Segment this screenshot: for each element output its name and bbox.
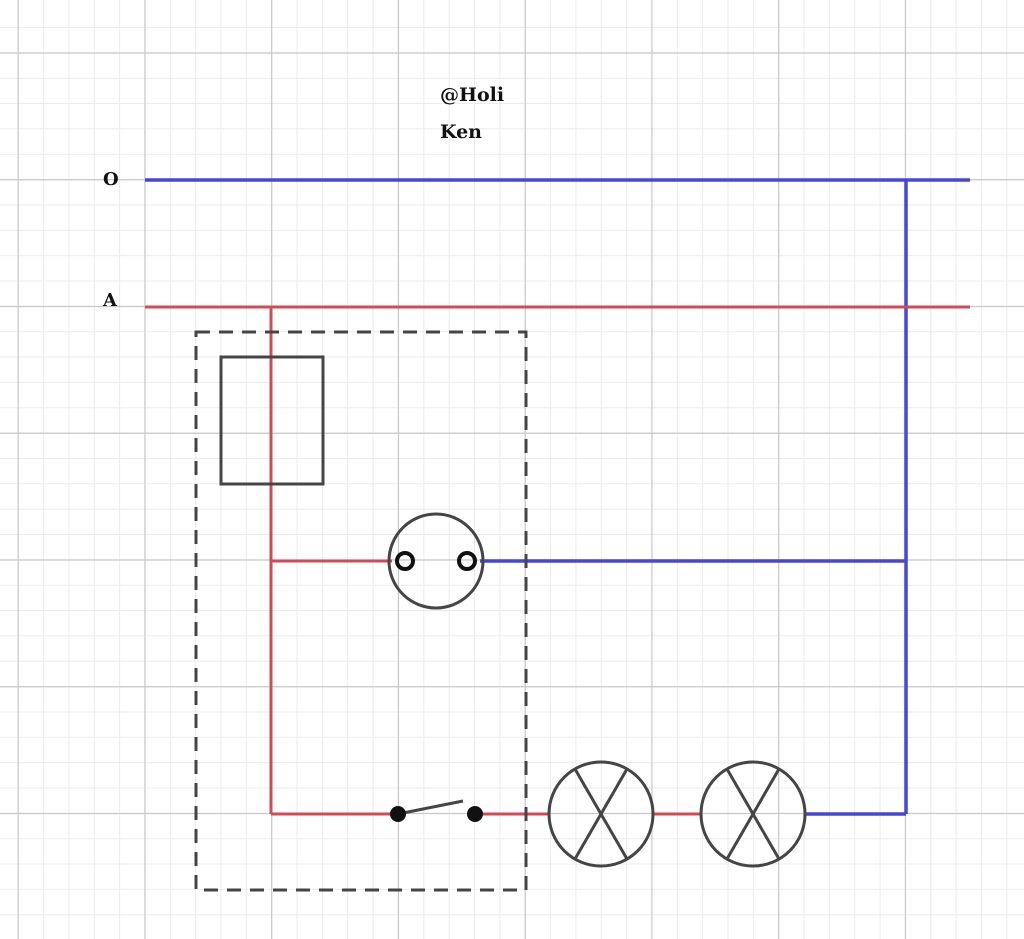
socket-icon: [387, 512, 485, 610]
phase-wire-label: A: [103, 290, 117, 311]
switch-right-terminal: [467, 806, 483, 822]
fuse-icon: [219, 355, 325, 486]
switch-left-terminal: [390, 806, 406, 822]
lamp-2-cross-b: [725, 768, 781, 860]
switch-lever: [397, 799, 464, 816]
author-handle: @Holi: [440, 84, 505, 106]
lamp-1-cross-b: [573, 768, 629, 860]
components: [194, 330, 807, 892]
socket-left-pin: [395, 551, 415, 571]
lamp-2-body: [699, 760, 807, 868]
panel-enclosure-box: [194, 330, 528, 892]
lamp-1-body: [547, 760, 655, 868]
switch-icon: [390, 799, 483, 822]
author-name: Ken: [440, 121, 482, 143]
lamp-2-icon: [699, 760, 807, 868]
neutral-wiring: [145, 178, 970, 816]
neutral-wire-label: O: [103, 169, 119, 190]
phase-wiring: [145, 305, 970, 816]
socket-body: [387, 512, 485, 610]
socket-right-pin: [457, 551, 477, 571]
lamp-1-icon: [547, 760, 655, 868]
